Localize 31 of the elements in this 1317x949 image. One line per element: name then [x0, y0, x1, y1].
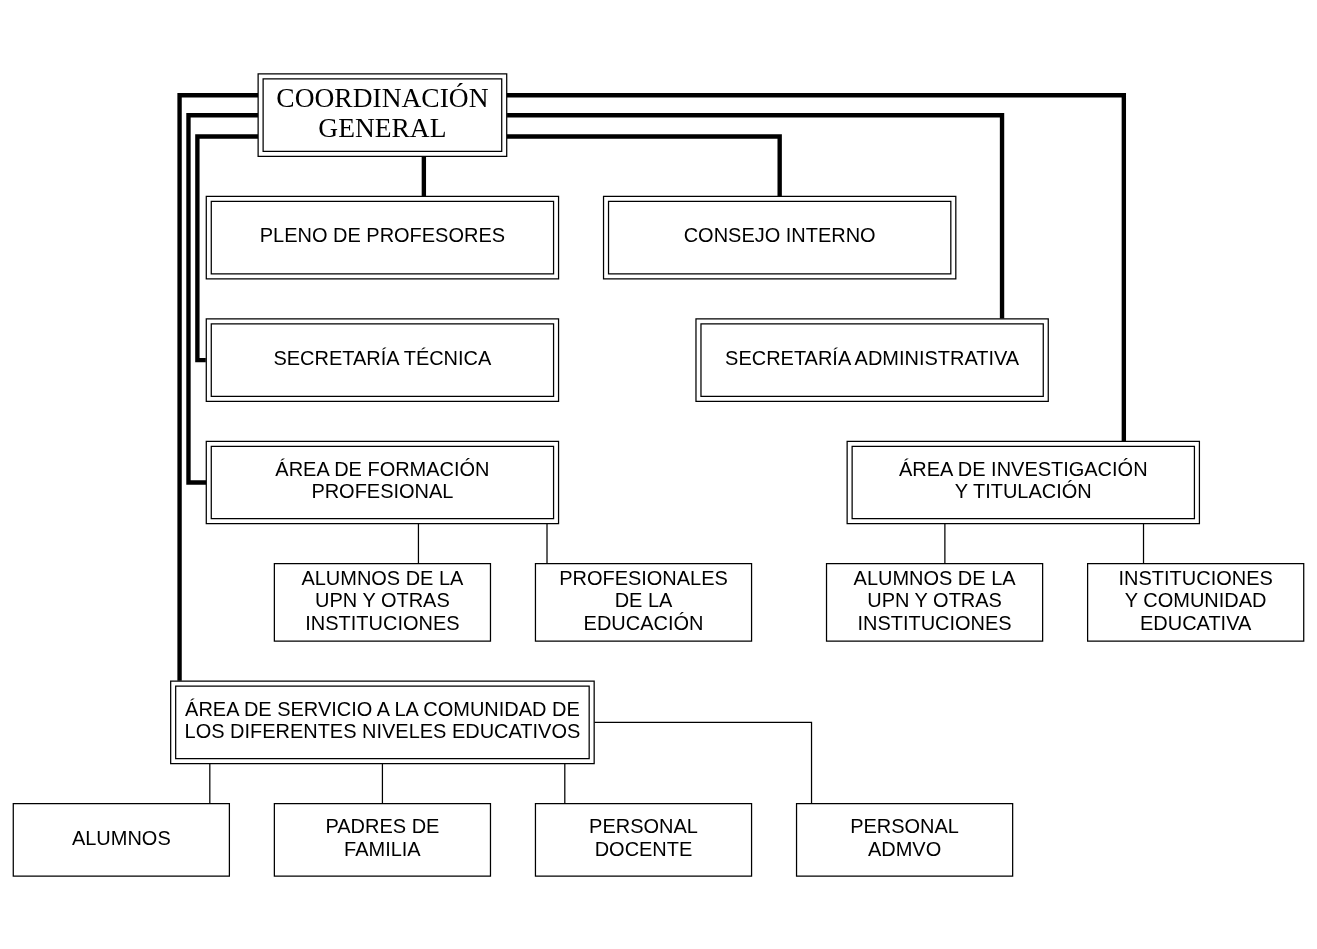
connector	[381, 762, 384, 804]
node-box: PERSONAL DOCENTE	[534, 802, 753, 877]
node-box: SECRETARÍA TÉCNICA	[205, 317, 560, 402]
connector	[421, 156, 427, 196]
node-box: PADRES DE FAMILIA	[273, 802, 492, 877]
connector	[506, 92, 1127, 441]
node-box: PLENO DE PROFESORES	[205, 195, 560, 279]
connector	[507, 133, 782, 196]
connector	[1142, 522, 1145, 564]
node-box: INSTITUCIONES Y COMUNIDAD EDUCATIVA	[1087, 562, 1305, 642]
connector	[507, 112, 1005, 319]
connector	[593, 721, 813, 804]
node-box: PERSONAL ADMVO	[795, 802, 1014, 877]
connector	[564, 762, 566, 804]
node-box: ALUMNOS	[12, 802, 230, 877]
node-box: ÁREA DE FORMACIÓN PROFESIONAL	[205, 440, 560, 524]
connector	[417, 522, 420, 564]
node-box: ÁREA DE INVESTIGACIÓN Y TITULACIÓN	[846, 440, 1201, 524]
connector	[546, 522, 548, 564]
connector	[177, 92, 258, 681]
node-box: ÁREA DE SERVICIO A LA COMUNIDAD DE LOS DIFERENTES NIVELES EDUCATIVOS	[170, 680, 595, 764]
node-box: PROFESIONALES DE LA EDUCACIÓN	[534, 562, 753, 642]
connector	[195, 133, 258, 362]
node-box: ALUMNOS DE LA UPN Y OTRAS INSTITUCIONES	[273, 562, 492, 642]
node-box: CONSEJO INTERNO	[602, 195, 957, 279]
connector	[186, 112, 258, 485]
connector	[944, 522, 946, 564]
node-box: ALUMNOS DE LA UPN Y OTRAS INSTITUCIONES	[825, 562, 1044, 642]
node-box: SECRETARÍA ADMINISTRATIVA	[695, 317, 1049, 402]
connector	[209, 762, 211, 804]
node-box: COORDINACIÓN GENERAL	[257, 72, 508, 157]
